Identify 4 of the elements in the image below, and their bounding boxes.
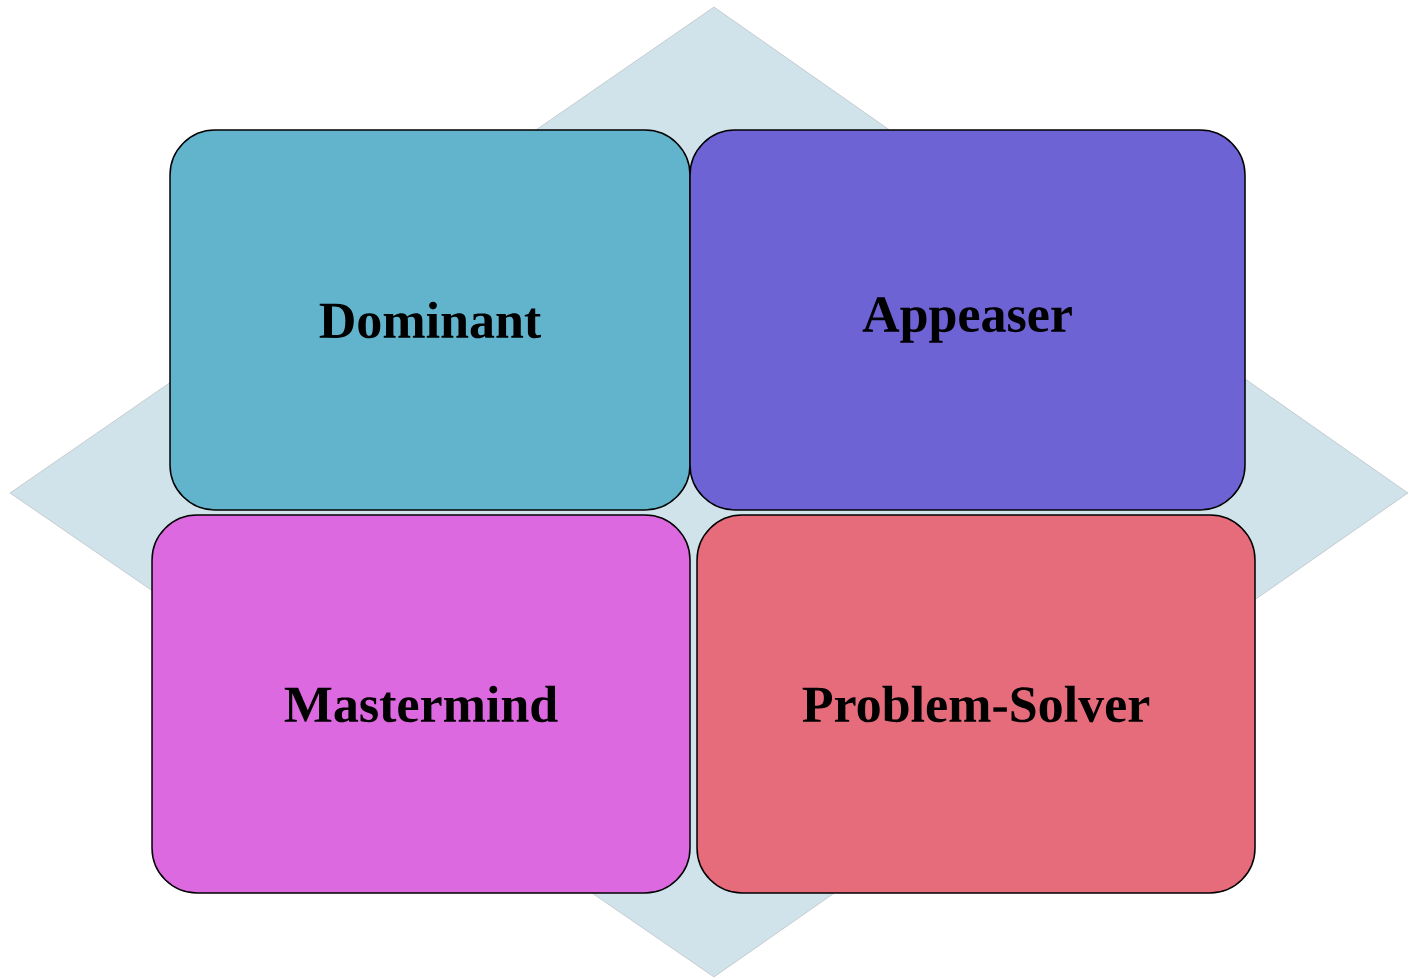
quadrant-box: Mastermind [151,514,691,894]
quadrant-box: Appeaser [689,129,1246,511]
quadrant-box: Problem-Solver [696,514,1256,894]
quadrant-box: Dominant [169,129,691,511]
